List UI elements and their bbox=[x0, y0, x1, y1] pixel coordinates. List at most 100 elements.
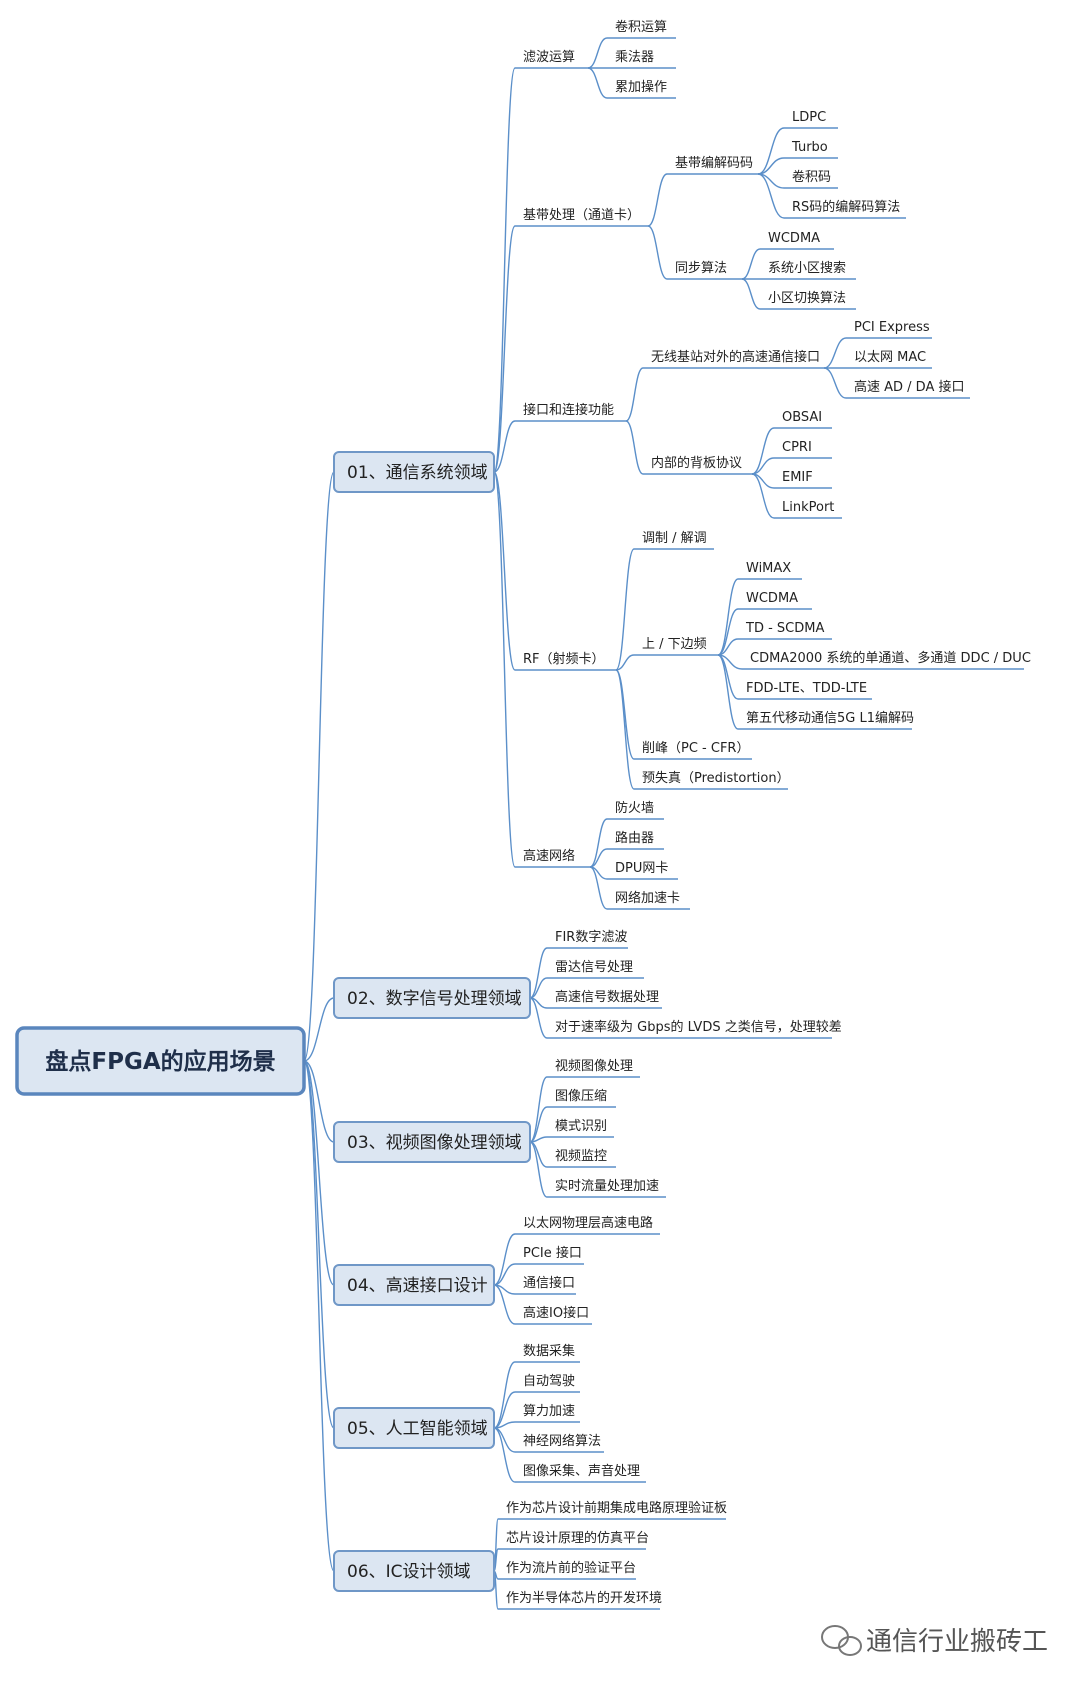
branch-node-2-1[interactable]: 图像压缩 bbox=[547, 1088, 616, 1108]
branch-node-2-3[interactable]: 视频监控 bbox=[547, 1149, 616, 1168]
branch-node-0-1-0-3[interactable]: RS码的编解码算法 bbox=[784, 199, 906, 219]
branch-node-0-2[interactable]: 接口和连接功能 bbox=[515, 402, 626, 422]
branch-node-0-4[interactable]: 高速网络 bbox=[515, 848, 590, 868]
branch-node-0-2-1[interactable]: 内部的背板协议 bbox=[643, 455, 752, 475]
branch-label: 高速信号数据处理 bbox=[555, 989, 659, 1005]
connector-0-2 bbox=[493, 420, 516, 473]
branch-node-0-1-0-2[interactable]: 卷积码 bbox=[784, 169, 838, 189]
branch-node-0-0-0[interactable]: 卷积运算 bbox=[607, 19, 676, 39]
branch-node-2-0[interactable]: 视频图像处理 bbox=[547, 1059, 640, 1078]
connector-0-1-0-1 bbox=[757, 157, 785, 175]
branch-node-0-3-1-0[interactable]: WiMAX bbox=[738, 561, 802, 580]
branch-label: 卷积码 bbox=[792, 169, 831, 185]
branch-node-2-2[interactable]: 模式识别 bbox=[547, 1119, 614, 1138]
category-node-2[interactable]: 02、数字信号处理领域 bbox=[333, 977, 531, 1019]
branch-node-0-4-3[interactable]: 网络加速卡 bbox=[607, 890, 690, 910]
branch-node-5-0[interactable]: 作为芯片设计前期集成电路原理验证板 bbox=[498, 1500, 727, 1520]
wechat-icon bbox=[821, 1625, 862, 1656]
branch-label: 图像压缩 bbox=[555, 1088, 607, 1104]
branch-node-4-2[interactable]: 算力加速 bbox=[515, 1404, 580, 1423]
branch-label: 接口和连接功能 bbox=[523, 402, 614, 418]
branch-node-0-1-1-1[interactable]: 系统小区搜索 bbox=[760, 261, 856, 280]
branch-node-0-2-1-0[interactable]: OBSAI bbox=[774, 410, 832, 429]
connector-2-1 bbox=[529, 1106, 548, 1143]
branch-node-0-3-1[interactable]: 上 / 下边频 bbox=[634, 637, 718, 656]
branch-node-3-0[interactable]: 以太网物理层高速电路 bbox=[515, 1215, 660, 1235]
branch-node-0-3-1-5[interactable]: 第五代移动通信5G L1编解码 bbox=[738, 711, 914, 730]
branch-node-0-1-0[interactable]: 基带编解码码 bbox=[667, 156, 758, 175]
branch-node-0-0-2[interactable]: 累加操作 bbox=[607, 79, 676, 99]
branch-label: 累加操作 bbox=[615, 79, 667, 95]
connector-0-0 bbox=[493, 67, 516, 473]
branch-node-3-3[interactable]: 高速IO接口 bbox=[515, 1305, 592, 1325]
branch-node-0-3-3[interactable]: 预失真（Predistortion） bbox=[634, 771, 790, 790]
root-node[interactable]: 盘点FPGA的应用场景 bbox=[15, 1026, 306, 1096]
branch-node-0-0[interactable]: 滤波运算 bbox=[515, 50, 588, 69]
branch-node-3-2[interactable]: 通信接口 bbox=[515, 1275, 576, 1295]
branch-node-4-4[interactable]: 图像采集、声音处理 bbox=[515, 1463, 646, 1483]
branch-node-0-1-0-1[interactable]: Turbo bbox=[784, 140, 838, 159]
branch-node-0-1-1-0[interactable]: WCDMA bbox=[760, 231, 834, 250]
branch-node-5-3[interactable]: 作为半导体芯片的开发环境 bbox=[498, 1590, 662, 1610]
connector-0-2-1-1 bbox=[751, 457, 775, 475]
branch-node-3-1[interactable]: PCIe 接口 bbox=[515, 1245, 584, 1265]
branch-node-0-4-0[interactable]: 防火墙 bbox=[607, 800, 664, 820]
branch-node-0-1-1-2[interactable]: 小区切换算法 bbox=[760, 291, 856, 310]
connector-1-3 bbox=[529, 997, 548, 1039]
branch-node-0-0-1[interactable]: 乘法器 bbox=[607, 50, 676, 69]
branch-node-0-2-1-1[interactable]: CPRI bbox=[774, 440, 832, 459]
branch-node-0-3-1-1[interactable]: WCDMA bbox=[738, 591, 812, 610]
root-node-label: 盘点FPGA的应用场景 bbox=[45, 1048, 275, 1075]
branch-node-0-2-0-1[interactable]: 以太网 MAC bbox=[846, 350, 932, 369]
branch-node-5-1[interactable]: 芯片设计原理的仿真平台 bbox=[498, 1530, 649, 1550]
branch-label: 第五代移动通信5G L1编解码 bbox=[746, 711, 914, 726]
branch-node-0-3-1-2[interactable]: TD - SCDMA bbox=[738, 621, 832, 640]
connector-0-2-1-0 bbox=[751, 427, 775, 475]
branch-node-0-2-1-2[interactable]: EMIF bbox=[774, 470, 832, 489]
branch-node-0-2-1-3[interactable]: LinkPort bbox=[774, 500, 842, 519]
branch-node-0-1-1[interactable]: 同步算法 bbox=[667, 261, 742, 280]
branch-node-4-1[interactable]: 自动驾驶 bbox=[515, 1374, 580, 1393]
branch-node-1-3[interactable]: 对于速率级为 Gbps的 LVDS 之类信号，处理较差 bbox=[547, 1019, 842, 1039]
connector-root-3 bbox=[303, 1060, 335, 1286]
category-box bbox=[333, 1407, 495, 1449]
branch-node-4-3[interactable]: 神经网络算法 bbox=[515, 1433, 604, 1453]
branch-node-4-0[interactable]: 数据采集 bbox=[515, 1343, 580, 1363]
category-node-6[interactable]: 06、IC设计领域 bbox=[333, 1550, 495, 1592]
branch-node-5-2[interactable]: 作为流片前的验证平台 bbox=[498, 1560, 636, 1580]
category-box bbox=[333, 451, 495, 493]
branch-node-0-2-0-0[interactable]: PCI Express bbox=[846, 320, 932, 339]
category-node-5[interactable]: 05、人工智能领域 bbox=[333, 1407, 495, 1449]
branch-label: PCI Express bbox=[854, 320, 930, 335]
connector-0-3-2 bbox=[615, 669, 635, 760]
branch-node-0-3-0[interactable]: 调制 / 解调 bbox=[634, 531, 714, 550]
branch-node-1-1[interactable]: 雷达信号处理 bbox=[547, 960, 644, 979]
branch-node-0-3[interactable]: RF（射频卡） bbox=[515, 651, 616, 671]
branch-node-1-0[interactable]: FIR数字滤波 bbox=[547, 930, 628, 949]
branch-node-0-3-2[interactable]: 削峰（PC - CFR） bbox=[634, 741, 752, 760]
branch-label: CDMA2000 系统的单通道、多通道 DDC / DUC bbox=[750, 650, 1031, 666]
branch-node-0-1-0-0[interactable]: LDPC bbox=[784, 110, 838, 129]
branch-node-0-3-1-3[interactable]: CDMA2000 系统的单通道、多通道 DDC / DUC bbox=[742, 650, 1031, 670]
connector-0-0-0 bbox=[587, 37, 608, 69]
connector-root-5 bbox=[303, 1060, 335, 1572]
connector-0-3-1-0 bbox=[717, 578, 739, 656]
connector-1-0 bbox=[529, 947, 548, 999]
connector-0-2-1 bbox=[625, 420, 644, 475]
category-node-1[interactable]: 01、通信系统领域 bbox=[333, 451, 495, 493]
branch-node-2-4[interactable]: 实时流量处理加速 bbox=[547, 1179, 666, 1198]
branch-node-0-2-0[interactable]: 无线基站对外的高速通信接口 bbox=[643, 349, 824, 369]
branch-label: CPRI bbox=[782, 440, 812, 455]
branch-node-0-1[interactable]: 基带处理（通道卡） bbox=[515, 208, 648, 227]
category-node-4[interactable]: 04、高速接口设计 bbox=[333, 1264, 495, 1306]
branch-node-0-2-0-2[interactable]: 高速 AD / DA 接口 bbox=[846, 379, 970, 399]
branch-label: 作为流片前的验证平台 bbox=[506, 1560, 636, 1576]
category-node-3[interactable]: 03、视频图像处理领域 bbox=[333, 1121, 531, 1163]
branch-label: 路由器 bbox=[615, 830, 654, 846]
branch-node-0-4-2[interactable]: DPU网卡 bbox=[607, 861, 678, 880]
branch-node-0-4-1[interactable]: 路由器 bbox=[607, 830, 664, 850]
branch-node-0-3-1-4[interactable]: FDD-LTE、TDD-LTE bbox=[738, 681, 872, 700]
branch-label: 雷达信号处理 bbox=[555, 960, 633, 975]
branch-node-1-2[interactable]: 高速信号数据处理 bbox=[547, 989, 662, 1009]
connector-4-1 bbox=[493, 1391, 516, 1429]
